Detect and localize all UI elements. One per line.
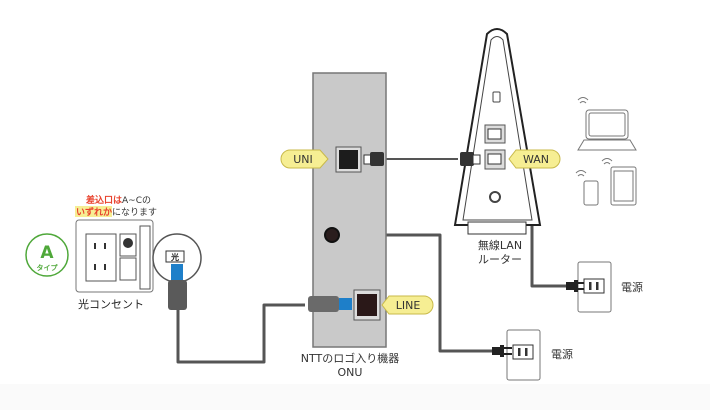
outlet-note-line2: いずれかになります xyxy=(76,206,157,218)
router-power-outlet xyxy=(566,261,612,313)
router-power-label: 電源 xyxy=(621,280,643,294)
smartphone-icon xyxy=(575,170,599,206)
wan-label: WAN xyxy=(508,149,561,169)
onu-power-label: 電源 xyxy=(551,347,573,361)
onu-power-cable xyxy=(335,233,492,353)
fiber-port-magnifier: 光 xyxy=(152,233,202,283)
onu-name-line2: ONU xyxy=(338,366,363,379)
router-power-jack xyxy=(489,191,501,203)
svg-text:UNI: UNI xyxy=(293,153,313,166)
onu-power-jack xyxy=(324,227,340,243)
router-name-line1: 無線LAN xyxy=(478,238,522,252)
fiber-plug-blue xyxy=(171,264,183,280)
wan-plug xyxy=(460,152,474,166)
onu-name-line1: NTTのロゴ入り機器 xyxy=(301,351,399,365)
fiber-wall-outlet xyxy=(75,219,154,293)
line-label: LINE xyxy=(381,295,434,315)
svg-text:WAN: WAN xyxy=(523,153,549,166)
onu-power-outlet xyxy=(492,329,541,381)
fiber-cable xyxy=(176,303,305,364)
wifi-router xyxy=(453,28,542,235)
line-plug-blue xyxy=(339,298,352,310)
svg-text:A: A xyxy=(40,243,54,263)
svg-text:タイプ: タイプ xyxy=(37,263,59,272)
type-a-badge: A タイプ xyxy=(25,233,69,277)
fiber-plug xyxy=(168,280,187,310)
line-plug xyxy=(308,296,339,312)
router-name-line2: ルーター xyxy=(478,253,522,266)
fiber-outlet-name: 光コンセント xyxy=(78,297,144,311)
bottom-strip xyxy=(0,384,710,410)
outlet-note-line1: 差込口はA~Cの xyxy=(86,194,151,206)
uni-plug xyxy=(370,152,384,166)
svg-text:光: 光 xyxy=(170,252,179,262)
tablet-icon xyxy=(601,158,637,206)
laptop-icon xyxy=(577,97,637,151)
uni-label: UNI xyxy=(280,149,329,169)
svg-text:LINE: LINE xyxy=(396,299,421,312)
